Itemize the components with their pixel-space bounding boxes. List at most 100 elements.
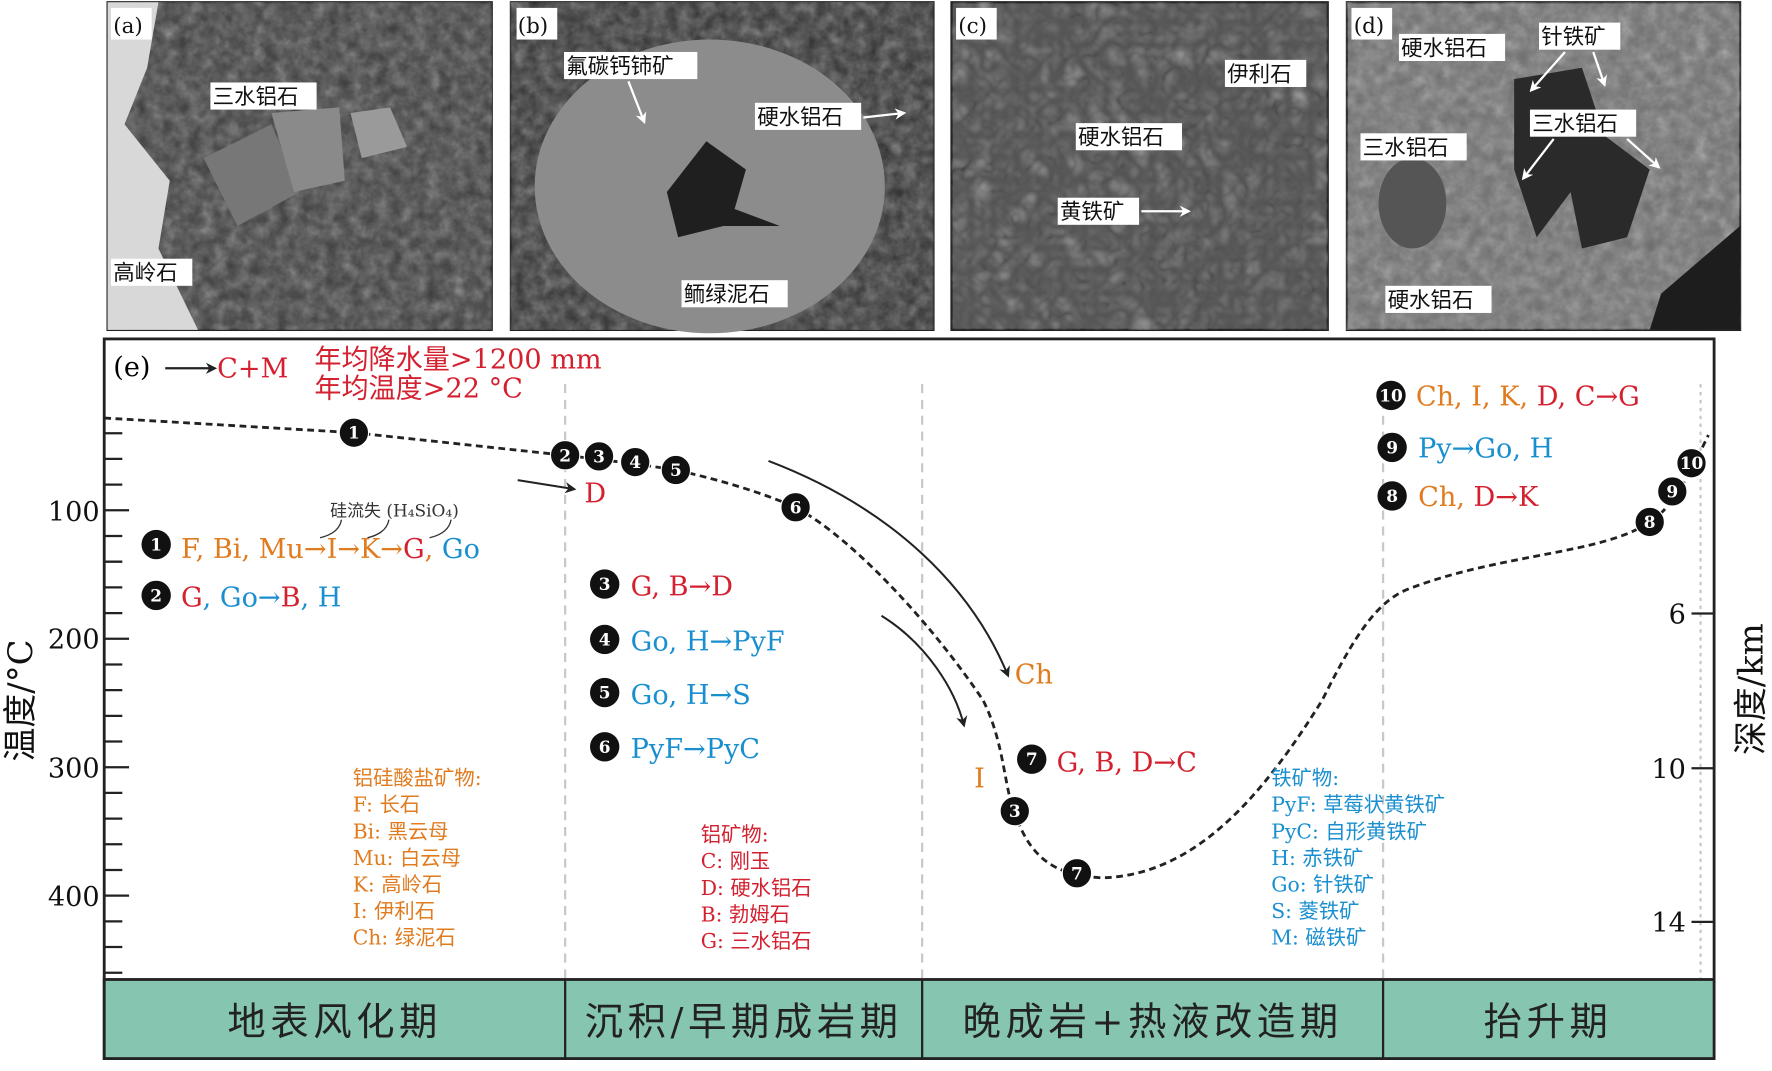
right-axis-ticks: [1691, 612, 1715, 924]
svg-text:9: 9: [1386, 437, 1398, 457]
marker-5: 6: [780, 492, 811, 523]
cm-label: C+M: [217, 353, 288, 384]
svg-text:6: 6: [790, 497, 802, 517]
reaction-bullet-1: 1: [141, 529, 171, 560]
curve-label-ch: Ch: [1015, 659, 1053, 690]
reactions: F, Bi, Mu→I→K→G, Go G, Go→B, H G, B→D Go…: [141, 380, 1640, 779]
reaction-bullet-3: 3: [590, 569, 620, 599]
legend-item: PyC: 自形黄铁矿: [1271, 819, 1427, 843]
photo-label: 针铁矿: [1541, 25, 1605, 50]
reaction-bullet-7: 7: [1017, 744, 1047, 774]
climate-precip: 年均降水量>1200 mm: [314, 344, 601, 375]
photo-d: (d) 硬水铝石 针铁矿 三水铝石 三水铝石 硬水铝石: [1345, 1, 1742, 332]
svg-text:2: 2: [150, 585, 162, 605]
tick-label: 10: [1651, 754, 1686, 785]
reaction-bullet-5: 5: [590, 677, 620, 708]
legend-item: K: 高岭石: [353, 872, 442, 896]
legend-item: 铝矿物:: [701, 823, 769, 847]
legend-item: 铁矿物:: [1271, 766, 1339, 790]
stage-band: 地表风化期 沉积/早期成岩期 晚成岩+热液改造期 抬升期: [102, 978, 1716, 1060]
reaction-1: F, Bi, Mu→I→K→G, Go: [181, 534, 480, 565]
marker-7: 7: [1061, 858, 1093, 889]
reaction-bullet-4: 4: [590, 624, 620, 655]
reaction-2: G, Go→B, H: [181, 583, 341, 614]
reaction-6: PyF→PyC: [631, 734, 760, 765]
legend-item: G: 三水铝石: [701, 929, 812, 953]
left-axis-label: 温度/°C: [1, 639, 40, 761]
reaction-7: G, B, D→C: [1057, 748, 1197, 779]
reaction-10: Ch, I, K, D, C→G: [1416, 382, 1640, 413]
arrow-to-d: [517, 479, 577, 494]
svg-text:3: 3: [599, 574, 611, 594]
svg-text:3: 3: [1009, 801, 1021, 821]
marker-9: 9: [1657, 476, 1688, 507]
photo-d-tag: (d): [1354, 14, 1384, 39]
legend-item: PyF: 草莓状黄铁矿: [1271, 793, 1445, 817]
left-axis-ticks: [104, 432, 130, 974]
panel-e-tag: (e): [113, 352, 150, 383]
tick-label: 100: [48, 497, 100, 528]
svg-text:8: 8: [1386, 486, 1398, 506]
svg-text:4: 4: [599, 629, 611, 649]
right-axis-label: 深度/km: [1732, 623, 1771, 755]
legend-item: M: 磁铁矿: [1271, 925, 1366, 949]
svg-text:2: 2: [559, 445, 571, 465]
climate-temp: 年均温度>22 °C: [314, 374, 523, 405]
photo-label: 黄铁矿: [1060, 200, 1124, 225]
reaction-bullet-8: 8: [1377, 481, 1407, 511]
photo-b-tag: (b): [518, 14, 548, 39]
reaction-4: Go, H→PyF: [631, 627, 785, 658]
silica-loss-label: 硅流失 (H₄SiO₄): [330, 500, 459, 520]
reaction-bullet-9: 9: [1377, 432, 1407, 463]
stage-weathering: 地表风化期: [227, 1000, 442, 1045]
reaction-bullet-6: 6: [590, 732, 620, 762]
photo-b: (b) 氟碳钙铈矿 硬水铝石 鲕绿泥石: [509, 1, 935, 334]
tick-label: 6: [1669, 600, 1686, 631]
legend-item: F: 长石: [353, 793, 420, 817]
photo-label: 伊利石: [1227, 62, 1291, 87]
svg-text:6: 6: [599, 737, 611, 757]
photo-label: 硬水铝石: [1388, 288, 1474, 313]
reaction-5: Go, H→S: [631, 680, 751, 711]
tick-label: 400: [48, 882, 100, 913]
legend-item: Ch: 绿泥石: [353, 925, 456, 949]
legend-item: 铝硅酸盐矿物:: [353, 766, 482, 790]
pt-path: [104, 416, 1710, 880]
legend-item: H: 赤铁矿: [1271, 846, 1363, 870]
marker-10: 10: [1676, 447, 1707, 479]
reaction-3: G, B→D: [631, 571, 733, 602]
reaction-9: Py→Go, H: [1418, 434, 1553, 465]
tick-label: 200: [48, 624, 100, 655]
svg-text:5: 5: [670, 460, 682, 480]
svg-text:1: 1: [348, 423, 360, 443]
marker-2: 3: [583, 441, 615, 472]
photo-label: 鲕绿泥石: [684, 283, 770, 308]
tick-label: 300: [48, 753, 100, 784]
left-axis-tick-labels: 100 200 300 400: [48, 497, 100, 913]
panel-e: 100 200 300 400 温度/°C 6 10 14 深度/km (e) …: [1, 337, 1771, 1060]
stage-late-diagenesis: 晚成岩+热液改造期: [963, 1000, 1343, 1045]
svg-text:4: 4: [629, 452, 641, 472]
svg-text:7: 7: [1071, 863, 1083, 883]
reaction-bullet-2: 2: [141, 580, 171, 611]
arrow-to-i: [880, 614, 968, 728]
photo-a: (a) 三水铝石 高岭石: [106, 1, 493, 332]
photo-label: 氟碳钙铈矿: [566, 54, 673, 79]
marker-8: 8: [1634, 506, 1665, 538]
photo-label: 三水铝石: [1532, 112, 1618, 137]
photo-a-tag: (a): [113, 14, 143, 39]
svg-text:3: 3: [593, 446, 605, 466]
reaction-8: Ch, D→K: [1418, 482, 1539, 513]
legend-item: S: 菱铁矿: [1271, 899, 1359, 923]
marker-0: 1: [338, 417, 370, 448]
svg-text:8: 8: [1644, 512, 1656, 532]
curve-label-d: D: [584, 479, 606, 510]
svg-text:7: 7: [1026, 749, 1038, 769]
legend-item: Go: 针铁矿: [1271, 872, 1374, 896]
arrow-to-ch: [768, 459, 1010, 678]
legend-item: I: 伊利石: [353, 899, 435, 923]
